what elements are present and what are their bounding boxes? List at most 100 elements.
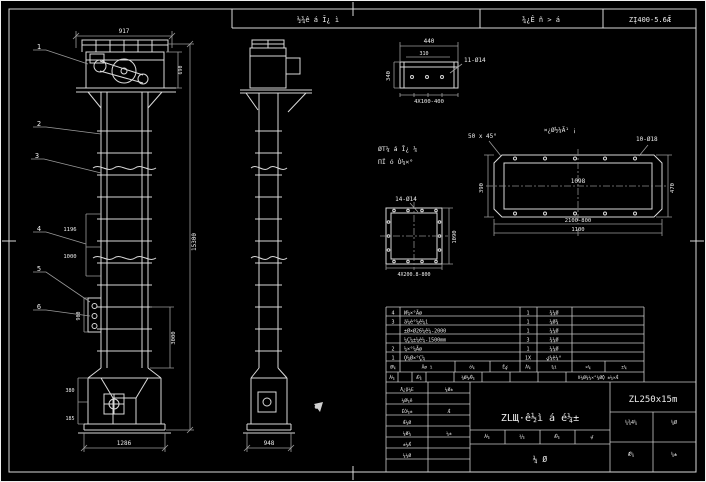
detail_plate-text: 50 x 45°: [468, 133, 497, 140]
parts-table-cell: ±Ø×Ø26¼ê¼-2000: [404, 328, 446, 335]
detail_plate-text: 390: [479, 183, 485, 193]
notes-text: ØΤ¼ á Ī¿ ¼: [378, 144, 417, 153]
detail_plate-text: 2100-800: [565, 218, 592, 224]
parts-table-cell: 1: [526, 347, 529, 353]
title_block_small-text: Ä¿Ǫ¼E: [400, 386, 414, 393]
side-view: [240, 39, 312, 434]
parts-table-header: Êؼ: [502, 363, 508, 371]
detail_plate-text: 470: [670, 183, 676, 193]
parts-table-header: Á¼: [525, 364, 531, 371]
balloons-text: 6: [37, 303, 41, 311]
parts-table-header: Ø¼: [390, 364, 396, 371]
static-labels: ½¾ê á Ī¿ ì ¾¿Ê ñ > á ZĮ400-5.6Ǣ 917 1530…: [117, 15, 678, 464]
front_view_dims-text: 3000: [171, 331, 177, 344]
title_block_small-text: Ǽ¼: [554, 432, 560, 440]
detail-plate: [493, 154, 663, 218]
title_block_small-text: ¼¾4¼: [625, 420, 637, 426]
parts-table-cell: 3: [526, 338, 529, 344]
detail_square-text: 1090: [452, 230, 458, 243]
parts-table-cell: ¼¼Ø: [549, 346, 558, 353]
parts-table-cell: 2: [391, 347, 394, 353]
parts-table-cell: Ͷ¼×°Äø: [404, 310, 422, 317]
center-lines: [380, 149, 668, 270]
parts-table-cell: Ǫ¼Ø×°Ç¼: [404, 355, 425, 362]
detail_channel-text: 440: [424, 38, 435, 45]
parts-table-cell: ¼Ç¼±¼è¼-1500mm: [404, 337, 446, 344]
title_block_small-text: ¼±: [671, 452, 677, 458]
detail_square-text: 4X200.8-800: [397, 272, 430, 278]
front-base-width-dim: 1286: [117, 440, 132, 447]
front_view_dims-text: 1000: [63, 254, 76, 260]
parts-table-header: ó¼: [469, 364, 475, 371]
detail_plate-text: 10-Ø18: [636, 136, 658, 143]
top-bar-middle-label: ¾¿Ê ñ > á: [522, 15, 560, 24]
parts-table-cell: 1: [526, 320, 529, 326]
detail_channel-text: 340: [386, 71, 392, 81]
parts-table-header: ±¼: [621, 365, 627, 371]
title_block_small-text: ¼Ø¼ê: [402, 397, 413, 404]
parts-table-cell: 1X: [525, 356, 531, 362]
drawing-number-label: ZĮ400-5.6Ǣ: [629, 15, 672, 24]
revision_strip-text: ñ¼Ø¾¼×°¾ØǬ ±¼×Ǽ: [578, 373, 619, 381]
dimension-lines: [31, 31, 672, 452]
title_block_small-text: ¼¼Ø: [403, 452, 411, 459]
front_view_dims-text: 185: [65, 416, 74, 422]
annotation-layer: 12345611961000900380185300069044031011-Ø…: [35, 38, 677, 459]
side-base-width-dim: 948: [264, 440, 275, 447]
parts-table-cell: ؼ¼è¼°: [547, 355, 562, 362]
title_block_small-text: Ǽ¼: [628, 450, 634, 458]
parts-table-cell: 4: [391, 311, 394, 317]
balloons-text: 1: [37, 43, 41, 51]
parts-table-grid: [385, 306, 645, 472]
parts-table-header: Äø ì: [422, 364, 433, 371]
balloons-text: 5: [37, 265, 41, 273]
parts-table-cell: ¼Ø¾: [549, 319, 558, 326]
title_block_small-text: ¼Ø¼: [403, 430, 411, 437]
detail-channel: [399, 61, 459, 89]
parts-table-cell: 1: [526, 311, 529, 317]
title_block_small-text: Ǽ: [448, 407, 451, 415]
parts-table-cell: 1: [391, 356, 394, 362]
balloons-text: 4: [37, 225, 41, 233]
front-head-width-dim: 917: [119, 28, 130, 35]
title_block_small-text: Á¼: [484, 433, 490, 440]
title_block_small-text: ±¼Ǽ: [403, 440, 411, 448]
parts-table-cell: ¼¼Ø: [549, 328, 558, 335]
balloons-text: 3: [35, 152, 39, 160]
title_block_small-text: Ǽ¼Ø: [403, 418, 411, 426]
revision_strip-text: ¾Ø¼Ǽ¼: [461, 373, 475, 381]
detail_plate-text: 1100: [571, 227, 584, 233]
front-view: [76, 39, 176, 434]
detail_plate-text: 1098: [571, 178, 586, 185]
parts-table-cell: ¼×°¼Äø: [404, 346, 422, 353]
front_view_dims-text: 900: [76, 311, 82, 320]
parts-table-cell: ¾¼Ø: [549, 337, 558, 344]
section-mark: [314, 402, 323, 412]
detail_channel-text: 4X100-400: [414, 99, 444, 105]
revision_strip-text: Á¼: [389, 374, 395, 381]
title-block-model: ZL250x15m: [629, 395, 678, 405]
parts-table-cell: 1: [526, 329, 529, 335]
title-block-main-title: ZLЩ·ê½ì á é¼±: [501, 412, 579, 424]
parts-table-cell: ¾¼Ø: [549, 310, 558, 317]
front_view_dims-text: 690: [178, 65, 184, 74]
front_view_dims-text: 1196: [63, 227, 76, 233]
detail_plate-text: ¤¿Ø½¼Ã¹ ¡: [544, 127, 577, 134]
detail_channel-text: 11-Ø14: [464, 57, 486, 64]
detail_square-text: 14-Ø14: [395, 196, 417, 203]
title_block_small-text: ¼Ø±: [445, 386, 453, 393]
title-block-grid: [386, 381, 696, 472]
parts-table-cell: ä¼è°¼ê¼ì: [404, 319, 428, 326]
title_block_small-text: ¼Ø: [671, 419, 677, 426]
title_block_small-text: ؼ: [591, 434, 594, 440]
parts-table-header: ×¼: [585, 365, 591, 371]
title_block_small-text: ÉÒ¼±: [402, 407, 413, 415]
title-block-sheet-label: ¼ Ø: [533, 454, 548, 464]
top-bar-left-label: ½¾ê á Ī¿ ì: [297, 15, 339, 24]
balloons-text: 2: [37, 120, 41, 128]
parts-table-header: ¾ì: [551, 364, 557, 371]
front-total-height-dim: 15300: [191, 233, 198, 251]
